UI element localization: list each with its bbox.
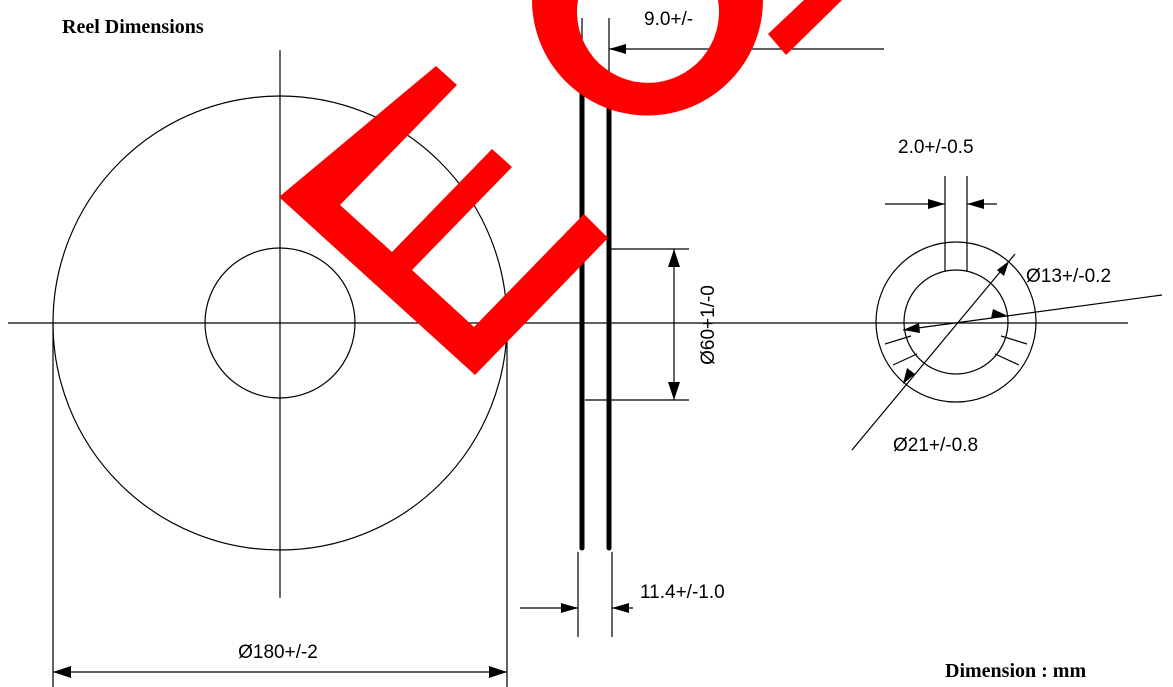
hub-detail: 2.0+/-0.5 Ø13+/-0.2 Ø21+/-0.8: [851, 137, 1163, 456]
slot-width-label: 2.0+/-0.5: [898, 137, 974, 158]
hub-outer-leader: [851, 253, 1016, 451]
reel-front-view: Ø180+/-2: [8, 50, 1128, 687]
width-label: 11.4+/-1.0: [640, 582, 725, 603]
arrow-head: [668, 249, 680, 267]
arrow-head: [997, 261, 1009, 276]
arbor-hole-leader: [902, 294, 1163, 331]
key-slot-edge: [884, 335, 912, 345]
key-slot-edge: [1000, 335, 1028, 345]
watermark-letter-l: [768, 0, 842, 55]
arrow-head: [903, 323, 920, 333]
arrow-head: [928, 199, 945, 209]
hub-diameter-label: Ø60+1/-0: [698, 285, 719, 365]
arrow-head: [612, 603, 629, 613]
arrow-head: [967, 199, 984, 209]
key-slot-edge: [994, 353, 1020, 366]
arrow-head: [489, 666, 507, 678]
reel-side-view: 9.0+/- Ø60+1/-0 11.4+/-1.0: [520, 9, 884, 637]
arbor-hole-circle: [903, 269, 1009, 375]
watermark-letter-e: [279, 66, 608, 375]
hub-outer-label: Ø21+/-0.8: [893, 435, 978, 456]
outer-diameter-label: Ø180+/-2: [238, 642, 318, 663]
arrow-head: [668, 382, 680, 400]
arrow-head: [991, 309, 1008, 318]
arrow-head: [609, 44, 626, 54]
arrow-head: [561, 603, 578, 613]
hub-outer-circle: [875, 241, 1037, 403]
arbor-hole-label: Ø13+/-0.2: [1026, 266, 1111, 287]
unit-note: Dimension : mm: [945, 660, 1086, 682]
arrow-head: [53, 666, 71, 678]
watermark-letter-o: [532, 0, 763, 116]
drawing-title: Reel Dimensions: [62, 16, 204, 38]
top-width-label: 9.0+/-: [644, 9, 693, 30]
arrow-head: [903, 368, 915, 384]
key-slot-edge: [892, 353, 918, 366]
eol-watermark-stamp: [279, 0, 842, 375]
